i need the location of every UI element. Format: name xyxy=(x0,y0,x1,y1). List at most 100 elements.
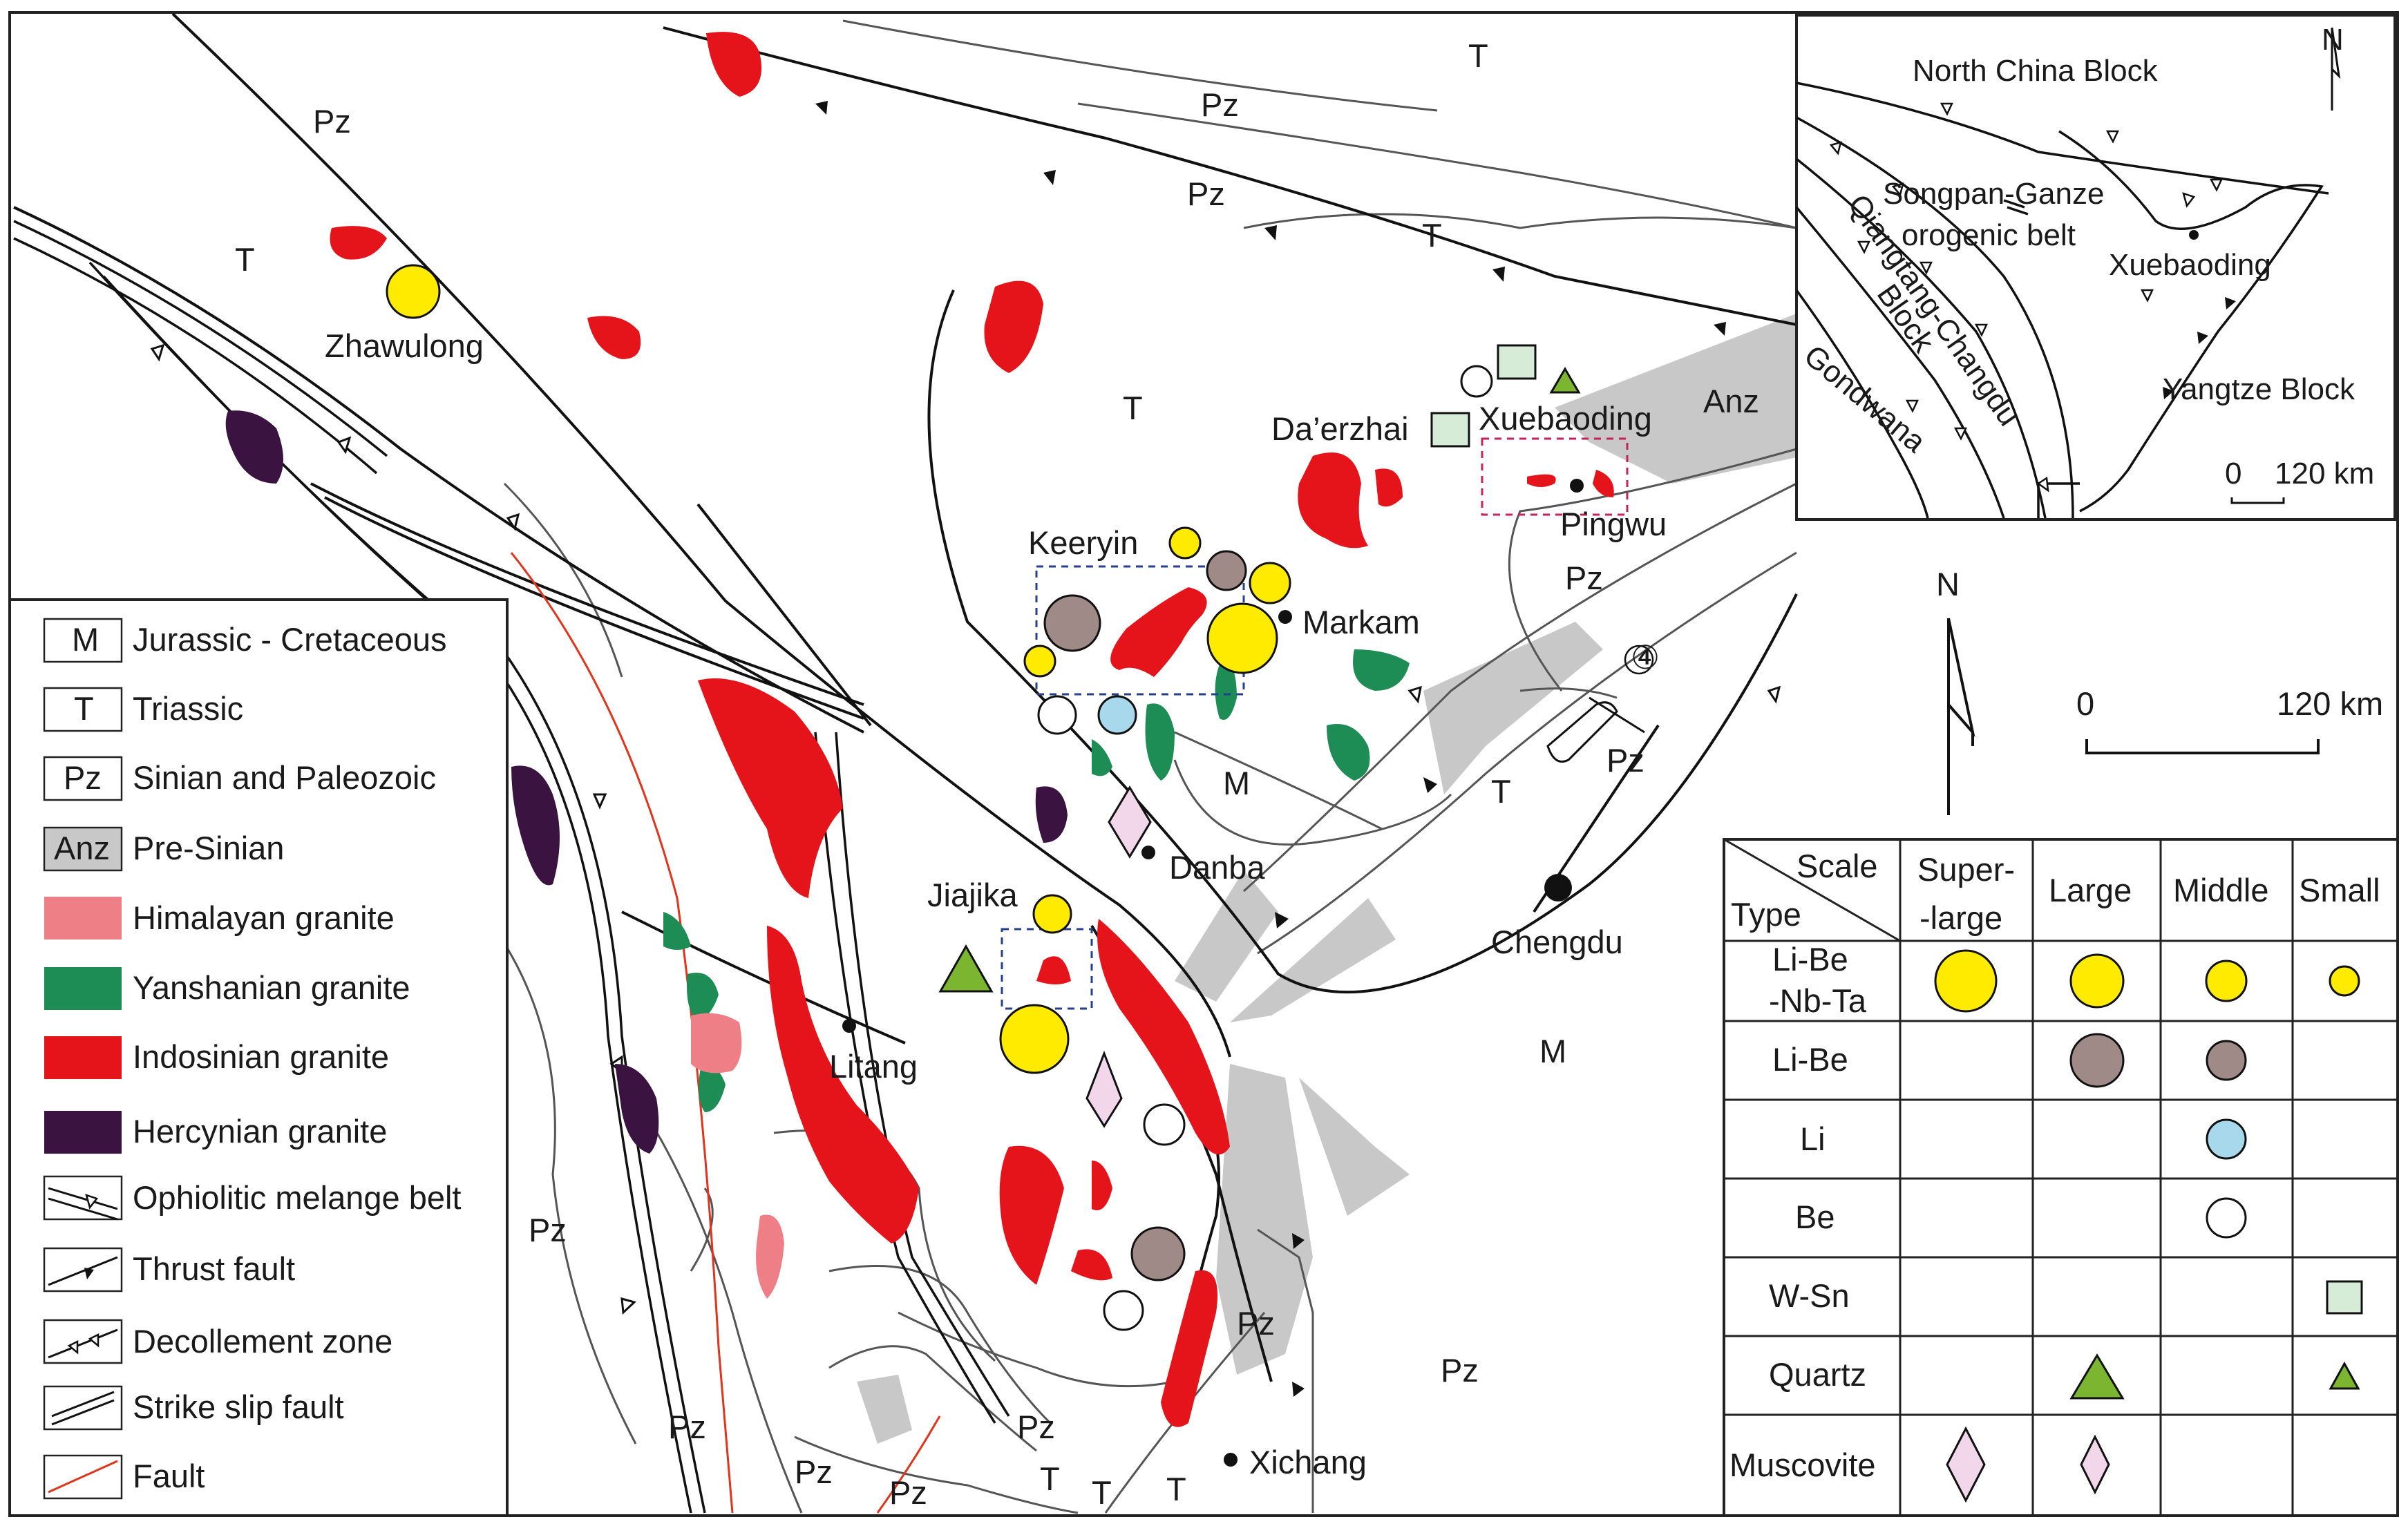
unit-label: Pz xyxy=(1565,560,1603,596)
town-dots xyxy=(842,479,1584,1467)
legend-label: Jurassic - Cretaceous xyxy=(133,621,447,658)
table-row-type: Li-Be xyxy=(1772,941,1848,977)
table-symbol-muscovite-large xyxy=(2080,1434,2110,1495)
table-col-large: Large xyxy=(2049,872,2132,908)
unit-label: T xyxy=(1422,217,1442,254)
legend-swatch-pz xyxy=(43,756,123,801)
table-col-small: Small xyxy=(2299,872,2380,908)
inset-songpan-2: orogenic belt xyxy=(1902,218,2076,252)
indosinian-granites xyxy=(330,32,1614,1427)
hercynian-granites xyxy=(225,410,1068,1154)
table-symbol-quartz-small xyxy=(2329,1361,2360,1390)
unit-label: Pz xyxy=(1441,1352,1479,1389)
legend-label: Sinian and Paleozoic xyxy=(133,759,436,796)
place-litang: Litang xyxy=(829,1048,918,1085)
place-labels: Zhawulong Da’erzhai Xuebaoding Pingwu Ke… xyxy=(325,327,1667,1480)
place-pingwu: Pingwu xyxy=(1560,506,1667,542)
legend-code: T xyxy=(74,690,94,727)
unit-labels: Pz T Pz Pz T T T Anz Pz Pz T M M Pz Pz P… xyxy=(235,37,1759,1511)
table-row-type: Be xyxy=(1795,1199,1835,1235)
unit-label: T xyxy=(1491,773,1511,810)
legend-label: Hercynian granite xyxy=(133,1113,387,1150)
table-col-super-2: -large xyxy=(1919,899,2002,936)
unit-label: Pz xyxy=(795,1453,833,1490)
red-fault-south xyxy=(876,1415,941,1514)
unit-label: T xyxy=(235,241,255,278)
legend-code: Anz xyxy=(54,830,110,866)
place-danba: Danba xyxy=(1169,849,1265,886)
legend-label: Strike slip fault xyxy=(133,1389,344,1425)
study-box-keeryin xyxy=(1035,565,1245,696)
scale-distance: 120 km xyxy=(2277,685,2383,722)
legend-swatch-yanshanian xyxy=(44,967,122,1010)
unit-label: Anz xyxy=(1703,383,1759,419)
unit-label: Pz xyxy=(668,1409,706,1445)
ophiolitic-belt xyxy=(13,220,1010,1514)
place-xuebaoding: Xuebaoding xyxy=(1479,400,1652,437)
table-row-type: Li-Be xyxy=(1772,1041,1848,1078)
legend-swatch-t xyxy=(43,687,123,732)
deposit-symbols xyxy=(386,264,1581,1331)
yanshanian-granites xyxy=(663,649,1410,1112)
inset-scale-distance: 120 km xyxy=(2275,457,2374,490)
legend-code: Pz xyxy=(64,759,102,796)
legend-swatch-fault xyxy=(43,1454,123,1500)
deposit-table: Scale Type Super- -large Large Middle Sm… xyxy=(1723,838,2399,1517)
legend-label: Fault xyxy=(133,1458,205,1494)
legend-swatch-hercynian xyxy=(44,1111,122,1154)
table-symbol-quartz-large xyxy=(2069,1353,2125,1400)
thrust-teeth xyxy=(815,101,1726,1397)
table-row-type: Li xyxy=(1800,1120,1826,1157)
unit-label: Pz xyxy=(1017,1409,1055,1445)
legend-label: Ophiolitic melange belt xyxy=(133,1179,462,1216)
table-row-type: W-Sn xyxy=(1769,1277,1850,1314)
table-symbol-li-be-large xyxy=(2069,1033,2125,1088)
unit-label: T xyxy=(1468,37,1488,74)
table-symbol-w-sn-small xyxy=(2326,1280,2363,1315)
legend-label: Yanshanian granite xyxy=(133,969,410,1006)
inset-north-china: North China Block xyxy=(1913,54,2159,88)
unit-label: T xyxy=(1166,1471,1186,1507)
table-row-type: -Nb-Ta xyxy=(1769,982,1867,1019)
legend-swatch-himalayan xyxy=(44,897,122,940)
place-keeryin: Keeryin xyxy=(1028,524,1138,561)
table-col-super: Super- xyxy=(1917,851,2015,888)
table-header-type: Type xyxy=(1731,896,1801,933)
place-daerzhai: Da’erzhai xyxy=(1271,410,1409,447)
legend: M T Pz Anz Jurassic - Cretaceous Triassi… xyxy=(8,598,509,1517)
legend-swatch-decollement xyxy=(43,1319,123,1364)
unit-label: T xyxy=(1040,1460,1060,1497)
unit-label: Pz xyxy=(1187,175,1225,212)
legend-swatch-thrust xyxy=(43,1247,123,1293)
table-symbol-li-middle xyxy=(2206,1118,2247,1160)
inset-north: N xyxy=(2322,23,2344,57)
legend-swatch-indosinian xyxy=(44,1036,122,1079)
place-chengdu: Chengdu xyxy=(1491,924,1623,960)
pegmatite-4: ④ xyxy=(1546,639,1660,763)
legend-swatch-anz xyxy=(43,826,123,872)
place-xichang: Xichang xyxy=(1249,1444,1367,1480)
north-label: N xyxy=(1936,566,1960,602)
scale-zero: 0 xyxy=(2076,685,2094,722)
inset-map: N North China Block Songpan-Ganze orogen… xyxy=(1795,14,2396,521)
circle-number-label: ④ xyxy=(1631,639,1660,676)
legend-code: M xyxy=(72,621,99,658)
pre-sinian-areas xyxy=(857,311,1803,1444)
table-col-middle: Middle xyxy=(2173,872,2268,908)
legend-label: Pre-Sinian xyxy=(133,830,284,866)
inset-xuebaoding: Xuebaoding xyxy=(2109,248,2271,282)
table-symbol-li-be-nb-ta-super xyxy=(1934,949,1998,1013)
unit-label: Pz xyxy=(1201,86,1239,123)
table-row-type: Muscovite xyxy=(1729,1447,1876,1483)
unit-label: Pz xyxy=(889,1474,927,1511)
legend-label: Thrust fault xyxy=(133,1250,295,1287)
north-arrow: N xyxy=(1936,566,1975,815)
table-symbol-li-be-middle xyxy=(2206,1040,2247,1081)
table-symbol-li-be-nb-ta-large xyxy=(2069,953,2125,1009)
inset-songpan-1: Songpan-Ganze xyxy=(1883,177,2104,211)
place-zhawulong: Zhawulong xyxy=(325,327,484,364)
table-symbol-be-middle xyxy=(2206,1197,2247,1239)
study-box-xuebaoding xyxy=(1481,437,1629,516)
table-symbol-li-be-nb-ta-middle xyxy=(2205,960,2248,1002)
